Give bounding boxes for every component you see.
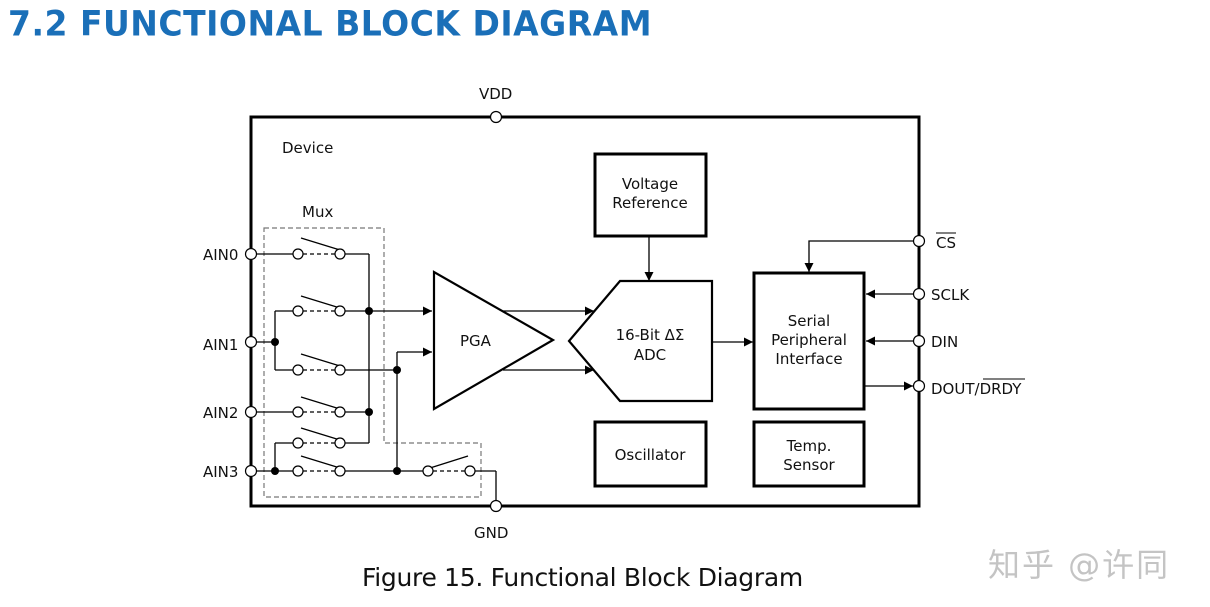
temp-sensor-block xyxy=(752,420,866,488)
oscillator-block xyxy=(593,420,708,488)
spi-label-3: Interface xyxy=(775,350,842,368)
figure-caption: Figure 15. Functional Block Diagram xyxy=(362,563,803,592)
ain0-label: AIN0 xyxy=(203,246,238,264)
pga-block xyxy=(432,270,556,411)
drdy-text: DRDY xyxy=(980,380,1023,398)
digital-pins xyxy=(912,234,926,393)
spi-block xyxy=(752,271,866,411)
cs-label: CS xyxy=(936,234,956,252)
dout-text: DOUT/ xyxy=(931,380,980,398)
analog-input-pins xyxy=(244,247,258,478)
vdd-pin xyxy=(489,110,503,124)
vdd-label: VDD xyxy=(479,85,512,103)
dout-label: DOUT/DRDY xyxy=(931,380,1022,398)
switch-contacts xyxy=(292,248,476,477)
digital-wiring xyxy=(804,240,914,391)
voltage-reference-label-2: Reference xyxy=(612,194,688,212)
section-heading: 7.2 FUNCTIONAL BLOCK DIAGRAM xyxy=(8,3,653,44)
voltage-reference-label-1: Voltage xyxy=(622,175,678,193)
pga-label: PGA xyxy=(460,332,492,350)
spi-label-1: Serial xyxy=(788,312,830,330)
adc-block xyxy=(567,279,714,403)
watermark: 知乎 @许同 xyxy=(988,546,1171,584)
mux-label: Mux xyxy=(302,203,333,221)
temp-sensor-label-2: Sensor xyxy=(783,456,835,474)
ain3-label: AIN3 xyxy=(203,463,238,481)
gnd-label: GND xyxy=(474,524,508,542)
adc-label-2: ADC xyxy=(634,346,666,364)
mux-boundary xyxy=(263,227,482,498)
spi-label-2: Peripheral xyxy=(771,331,847,349)
voltage-reference-block xyxy=(593,152,708,238)
ain1-label: AIN1 xyxy=(203,336,238,354)
mux-wiring xyxy=(256,237,497,500)
junction-dots xyxy=(271,307,401,475)
temp-sensor-label-1: Temp. xyxy=(786,437,832,455)
gnd-pin xyxy=(489,499,503,513)
sclk-label: SCLK xyxy=(931,286,970,304)
oscillator-label: Oscillator xyxy=(615,446,687,464)
adc-label-1: 16-Bit ΔΣ xyxy=(616,326,685,344)
ain2-label: AIN2 xyxy=(203,404,238,422)
device-outline xyxy=(249,115,921,508)
device-label: Device xyxy=(282,139,333,157)
din-label: DIN xyxy=(931,333,958,351)
